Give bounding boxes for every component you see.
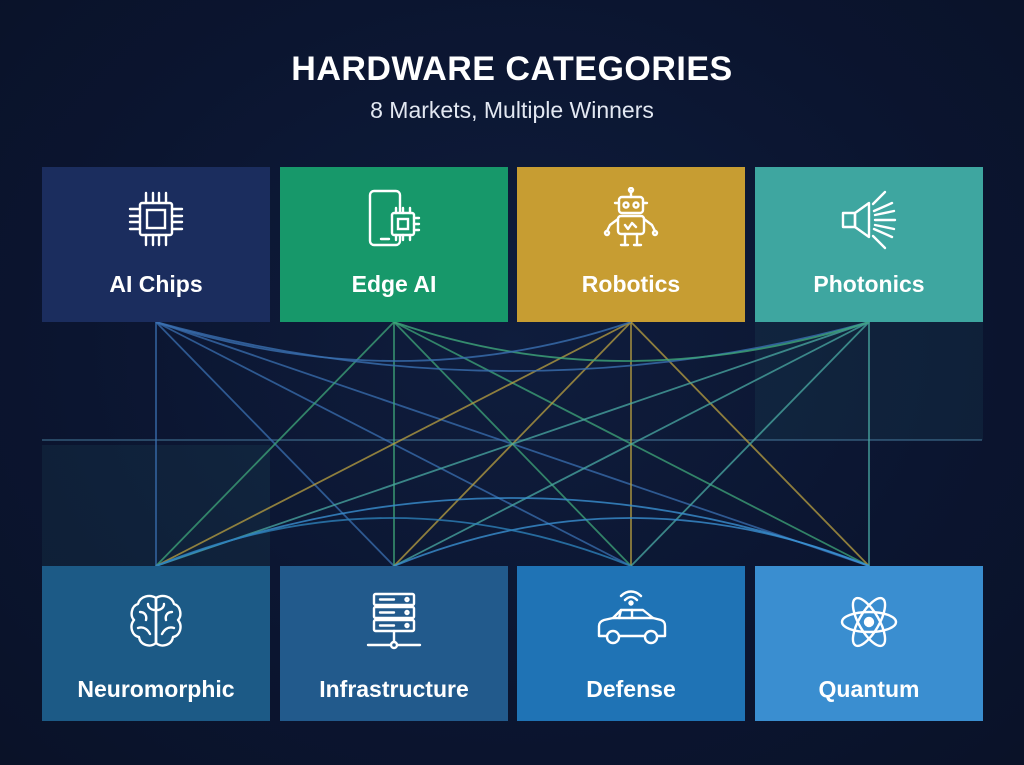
category-label: Defense: [586, 676, 676, 702]
connection-arc: [155, 321, 870, 372]
server-icon: [364, 590, 424, 654]
category-card-quantum[interactable]: Quantum: [755, 566, 983, 721]
category-card-edge-ai[interactable]: Edge AI: [280, 167, 508, 322]
robot-icon: [601, 187, 661, 251]
category-card-robotics[interactable]: Robotics: [517, 167, 745, 322]
connection-line: [155, 321, 632, 567]
category-label: Robotics: [581, 271, 681, 297]
category-label: Photonics: [813, 271, 925, 297]
brain-icon: [126, 590, 186, 654]
category-label: Infrastructure: [319, 676, 469, 702]
category-card-neuromorphic[interactable]: Neuromorphic: [42, 566, 270, 721]
category-card-photonics[interactable]: Photonics: [755, 167, 983, 322]
connection-line: [155, 321, 870, 567]
connection-arc: [155, 321, 632, 362]
connection-line: [155, 321, 395, 567]
page-title: HARDWARE CATEGORIES: [291, 50, 733, 88]
phone-chip-icon: [364, 187, 424, 251]
connection-arc: [155, 517, 632, 567]
car-signal-icon: [591, 590, 671, 654]
connection-line: [393, 321, 870, 567]
category-card-defense[interactable]: Defense: [517, 566, 745, 721]
connection-arc: [393, 517, 870, 567]
connection-line: [630, 321, 870, 567]
connection-arc: [393, 321, 870, 362]
category-card-infrastructure[interactable]: Infrastructure: [280, 566, 508, 721]
category-label: Quantum: [818, 676, 920, 702]
category-label: Edge AI: [351, 271, 437, 297]
atom-icon: [839, 590, 899, 654]
category-card-ai-chips[interactable]: AI Chips: [42, 167, 270, 322]
chip-icon: [126, 187, 186, 251]
category-label: AI Chips: [109, 271, 203, 297]
page-subtitle: 8 Markets, Multiple Winners: [370, 97, 654, 123]
category-label: Neuromorphic: [77, 676, 235, 702]
light-emitter-icon: [839, 187, 899, 251]
